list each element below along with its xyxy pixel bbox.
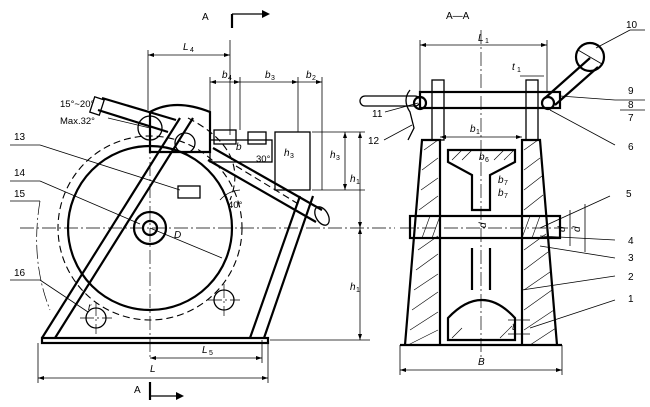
handle-knob [574, 41, 606, 73]
svg-text:1: 1 [517, 67, 521, 74]
svg-text:4: 4 [228, 75, 232, 82]
svg-text:7: 7 [504, 193, 508, 200]
dim-D: D [174, 230, 181, 241]
bolt-hole-left [80, 302, 112, 334]
svg-text:1: 1 [485, 38, 489, 45]
dim-h1-upper: h [350, 174, 356, 185]
callout-4: 4 [628, 236, 634, 247]
dim-h3-inner: h [284, 148, 290, 159]
dim-L4: L [183, 42, 189, 53]
callout-1: 1 [628, 294, 634, 305]
drum-upper [446, 148, 517, 212]
top-crossbar [418, 90, 562, 110]
dim-b3: b [265, 70, 271, 81]
dim-b1: b [470, 124, 476, 135]
shaft [141, 219, 159, 237]
section-letter-bottom: A [134, 385, 141, 396]
left-view: D [20, 40, 395, 383]
callout-5: 5 [626, 189, 632, 200]
dim-b4: b [222, 70, 228, 81]
dim-b6-inner: b [236, 142, 242, 153]
callout-14: 14 [14, 168, 26, 179]
dim-b6: b [479, 152, 485, 163]
callout-8: 8 [628, 100, 634, 111]
dim-t1: t [512, 62, 516, 73]
dim-L1: L [478, 33, 484, 44]
angle-tiny: 40° [228, 200, 243, 211]
svg-text:3: 3 [290, 153, 294, 160]
dim-d6: d [478, 222, 489, 228]
handle-left [359, 95, 421, 107]
callout-11: 11 [372, 109, 383, 120]
svg-text:5: 5 [209, 350, 213, 357]
right-view: L 1 t 1 b 1 b 6 b 7 b 7 d d d t [359, 30, 606, 375]
bolt-hole-right [208, 284, 240, 316]
angle-small: 30° [256, 154, 271, 165]
drum-lower [446, 298, 517, 342]
left-frame [403, 138, 442, 346]
section-letter-top: A [202, 12, 209, 23]
dim-r: r [88, 302, 92, 313]
dim-L: L [150, 364, 156, 375]
svg-text:3: 3 [271, 75, 275, 82]
pawl-spring [405, 89, 415, 141]
dim-h1-lower: h [350, 282, 356, 293]
base-plate [40, 336, 270, 345]
angle-range: 15°~20° [60, 99, 94, 110]
svg-text:1: 1 [356, 287, 360, 294]
svg-text:2: 2 [312, 75, 316, 82]
svg-text:6: 6 [485, 157, 489, 164]
hub [132, 210, 168, 246]
callout-7: 7 [628, 113, 634, 124]
callouts: 10 9 8 7 6 5 4 3 2 1 11 12 13 14 15 16 [10, 20, 645, 329]
svg-text:1: 1 [476, 129, 480, 136]
dim-d4: d [572, 226, 583, 232]
callout-13: 13 [14, 132, 26, 143]
section-mark-bottom: A [134, 382, 184, 400]
svg-text:4: 4 [190, 47, 194, 54]
view-title: A—A [446, 11, 470, 22]
angle-max: Max.32° [60, 116, 95, 127]
dim-t: t [512, 322, 516, 333]
callout-3: 3 [628, 253, 634, 264]
svg-text:7: 7 [504, 180, 508, 187]
callout-10: 10 [626, 20, 638, 31]
svg-text:3: 3 [336, 155, 340, 162]
dim-b2: b [306, 70, 312, 81]
pawl-block [177, 185, 201, 199]
right-frame [520, 138, 559, 346]
callout-12: 12 [368, 136, 380, 147]
dim-L5: L [202, 345, 208, 356]
svg-text:1: 1 [356, 179, 360, 186]
callout-9: 9 [628, 86, 634, 97]
callout-2: 2 [628, 272, 634, 283]
callout-6: 6 [628, 142, 634, 153]
section-mark-top: A [202, 10, 270, 28]
dim-h3: h [330, 150, 336, 161]
dim-b7-2: b [498, 188, 504, 199]
dim-B: B [478, 357, 485, 368]
dim-d1: d [557, 226, 568, 232]
callout-16: 16 [14, 268, 26, 279]
shaft-section [408, 214, 562, 240]
callout-15: 15 [14, 189, 26, 200]
pivot-pin [137, 115, 163, 141]
dim-b7: b [498, 175, 504, 186]
